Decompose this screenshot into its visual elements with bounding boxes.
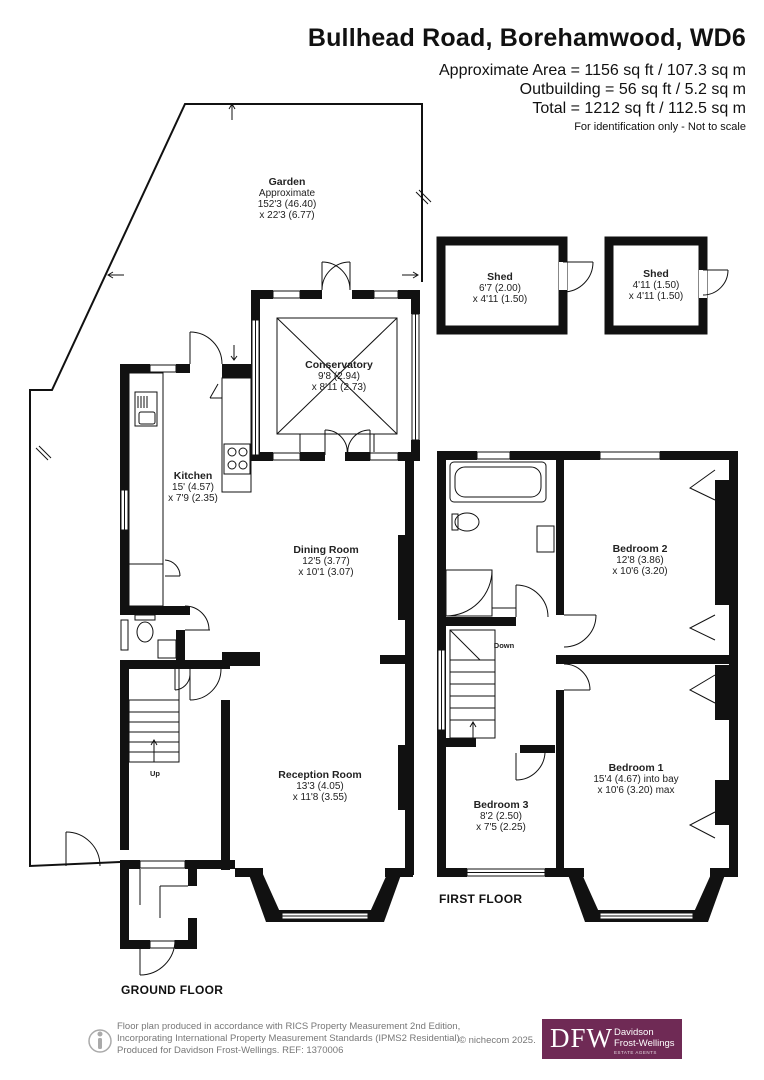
ground-staircase (128, 669, 180, 763)
ground-wc-fittings (134, 614, 177, 659)
property-title: Bullhead Road, Borehamwood, WD6 (307, 24, 746, 52)
garden-outline (29, 103, 432, 868)
ground-doors (139, 261, 371, 976)
logo-name: Davidson Frost-Wellings (614, 1027, 675, 1049)
first-floor-walls (437, 451, 738, 877)
footer-disclaimer: Floor plan produced in accordance with R… (117, 1021, 462, 1057)
first-floor-label: FIRST FLOOR (439, 892, 523, 906)
first-doors (515, 469, 716, 839)
shed-2-walls (604, 236, 729, 335)
first-windows (437, 451, 661, 877)
footer-line-2: Incorporating International Property Mea… (117, 1033, 463, 1044)
logo-name-line-1: Davidson (614, 1027, 654, 1038)
kitchen-fittings (128, 372, 252, 607)
footer-line-3: Produced for Davidson Frost-Wellings. RE… (117, 1045, 344, 1056)
outbuilding-area: Outbuilding = 56 sq ft / 5.2 sq m (519, 81, 746, 98)
ground-floor-walls (120, 290, 420, 949)
total-area: Total = 1212 sq ft / 112.5 sq m (532, 100, 746, 117)
agent-logo: DFW Davidson Frost-Wellings ESTATE AGENT… (542, 1019, 682, 1059)
footer-line-1: Floor plan produced in accordance with R… (117, 1021, 461, 1032)
first-bay-window (567, 872, 726, 922)
ground-floor-label: GROUND FLOOR (121, 983, 224, 997)
first-staircase (449, 629, 496, 739)
scale-note: For identification only - Not to scale (574, 121, 746, 133)
person-scale-icon (88, 1029, 112, 1053)
shed-1-walls (436, 236, 594, 335)
ground-bay-window (248, 872, 402, 922)
approximate-area: Approximate Area = 1156 sq ft / 107.3 sq… (439, 62, 746, 79)
footer-copyright: © nichecom 2025. (459, 1035, 536, 1046)
conservatory-lantern (276, 317, 398, 452)
logo-subtitle: ESTATE AGENTS (614, 1050, 657, 1055)
ground-windows (120, 290, 420, 949)
garden-gate (65, 831, 101, 867)
bathroom-fittings (445, 461, 555, 617)
logo-name-line-2: Frost-Wellings (614, 1038, 675, 1049)
garden-arrows (107, 103, 419, 279)
logo-monogram: DFW (550, 1023, 613, 1053)
